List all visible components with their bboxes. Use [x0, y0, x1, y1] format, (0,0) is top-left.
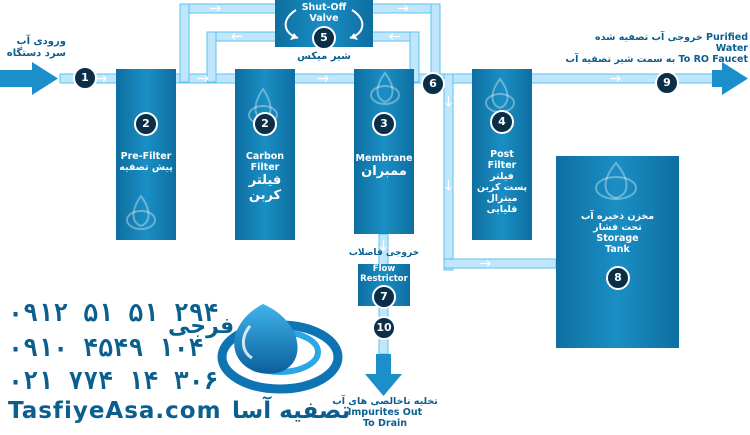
badge-post: 4 [490, 110, 514, 134]
carbon-filter-box [235, 69, 295, 240]
inlet-label: ورودی آب سرد دستگاه [6, 36, 66, 59]
phone-1: ۰۹۱۲ ۵۱ ۵۱ ۲۹۴ [8, 298, 219, 327]
website: TasfiyeAsa.com [8, 398, 222, 424]
badge-drain: 10 [372, 316, 396, 340]
badge-outlet: 9 [655, 71, 679, 95]
pipe-tank-horizontal [443, 258, 557, 269]
membrane-label: Membrane ممبران [355, 153, 413, 179]
pipe-top-loop-right [430, 3, 441, 83]
outlet-arrow [712, 62, 748, 95]
badge-prefilter: 2 [134, 112, 158, 136]
restrictor-fa-label: خروجی فاضلاب [348, 248, 420, 258]
phone-3: ۰۲۱ ۷۷۴ ۱۴ ۳۰۶ [8, 366, 219, 395]
brand-name: تصفیه آسا [232, 398, 351, 424]
membrane-box [354, 69, 414, 234]
pipe-tank-vertical [443, 73, 454, 271]
badge-junction: 6 [421, 72, 445, 96]
drain-label: تخلیه ناخالصی های آب Impurites Out To Dr… [332, 396, 438, 429]
badge-carbon: 2 [253, 112, 277, 136]
prefilter-box [116, 69, 176, 240]
shutoff-valve-label: Shut-Off Valve [301, 2, 347, 24]
post-filter-label: Post Filter فیلتر پست کربن میترال قلیایی [476, 149, 528, 215]
prefilter-label: Pre-Filter پیش تصفیه [119, 151, 173, 173]
brand-logo [217, 304, 343, 394]
pipe-top-loop-left [179, 3, 190, 83]
outlet-label: خروجی آب تصفیه شده Purified Water به سمت… [565, 32, 748, 65]
inlet-arrow [0, 62, 58, 95]
post-filter-box [472, 69, 532, 240]
storage-tank-label: مخزن ذخیره آب تحت فشار Storage Tank [580, 211, 655, 255]
pipe-inner-loop-right [409, 31, 420, 83]
badge-inlet: 1 [73, 66, 97, 90]
seller-name: فرجی [168, 314, 235, 339]
badge-restrictor: 7 [372, 285, 396, 309]
carbon-filter-label: Carbon Filter فیلتر کربن [245, 151, 285, 203]
restrictor-label: Flow Restrictor [360, 264, 408, 284]
storage-tank-box [556, 156, 679, 348]
badge-membrane: 3 [372, 112, 396, 136]
drain-arrow [365, 354, 402, 396]
badge-shutoff: 5 [312, 26, 336, 50]
components [116, 0, 679, 348]
pipe-inner-loop-left [206, 31, 217, 83]
phone-2: ۰۹۱۰ ۴۵۴۹ ۱۰۴ [8, 333, 204, 362]
flow-arrows [96, 5, 621, 267]
big-arrows [0, 62, 748, 396]
watermark-logos [126, 71, 637, 230]
shutoff-valve-fa: شیر میکس [297, 51, 351, 62]
badge-tank: 8 [606, 266, 630, 290]
